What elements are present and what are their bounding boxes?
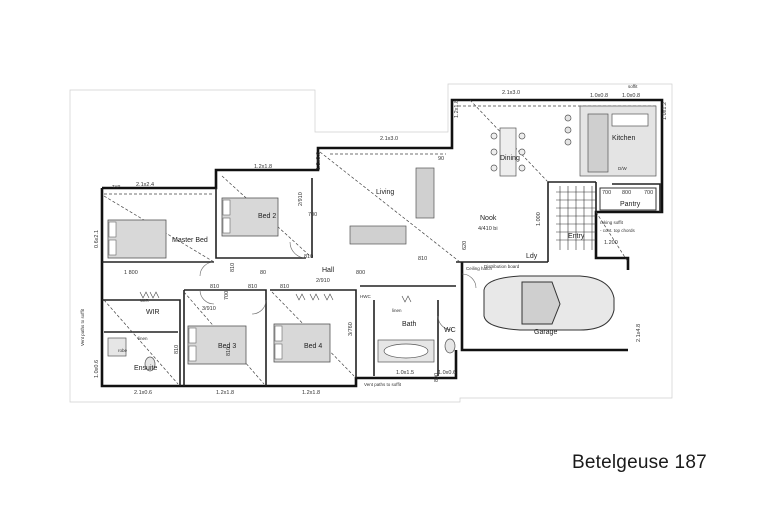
dim-wc-window: 1.0x0.6	[438, 370, 456, 376]
note-vent-bottom: Vent paths to soffit	[364, 382, 402, 387]
dim-bed2-window: 1.2x1.8	[254, 164, 272, 170]
label-bed4: Bed 4	[304, 343, 322, 350]
dim-living-window: 2.1x3.0	[380, 136, 398, 142]
dim-door-800-b: 800	[434, 373, 440, 382]
dim-master-robe: 1 800	[124, 270, 138, 276]
label-hall: Hall	[322, 267, 335, 274]
note-vent-left: Vent paths to soffit	[80, 308, 85, 346]
living-furniture	[349, 167, 435, 245]
dim-door-810-a: 810	[230, 263, 236, 272]
dim-door-810-d: 810	[280, 284, 289, 290]
dim-door-700-c: 700	[644, 190, 653, 196]
label-wir: WIR	[146, 309, 160, 316]
dim-master-wall: 0.6x2.1	[94, 230, 100, 248]
bed2-mattress	[221, 197, 279, 237]
label-hwc: HWC	[360, 294, 371, 299]
dining-table	[490, 127, 526, 177]
dim-80: 80	[260, 270, 266, 276]
note-top-chords: - cont. top chords	[600, 228, 636, 233]
dim-ensuite-window: 2.1x0.6	[134, 390, 152, 396]
label-ensuite: Ensuite	[134, 365, 157, 372]
label-living: Living	[376, 189, 394, 196]
label-bed2: Bed 2	[258, 213, 276, 220]
dim-door-810-b: 810	[304, 254, 313, 260]
dim-door-700-b: 700	[602, 190, 611, 196]
bed-furniture	[107, 197, 331, 365]
armchair	[415, 167, 435, 219]
label-entry: Entry	[568, 233, 585, 240]
note-wire-robe: WIR	[140, 298, 149, 303]
dim-door-810-e: 810	[210, 284, 219, 290]
dim-620: 620	[462, 241, 468, 250]
note-distribution-board: Distribution board	[484, 264, 520, 269]
note-shower-robe: robe	[118, 348, 128, 353]
dim-bed2-robe: 2/910	[298, 192, 304, 206]
dim-bed2-door: 700	[308, 212, 317, 218]
label-pantry: Pantry	[620, 201, 641, 208]
bed3-mattress	[187, 325, 247, 365]
dim-hall-robe: 2/910	[316, 278, 330, 284]
dim-door-810-g: 810	[226, 347, 232, 356]
label-bath: Bath	[402, 321, 417, 328]
dim-kitchen-window-2: 1.0x0.8	[622, 93, 640, 99]
door-swings	[199, 241, 477, 331]
note-raking-soffit: raking soffit	[600, 220, 624, 225]
dim-kitchen-window: 1.0x0.8	[590, 93, 608, 99]
eave-steps	[556, 186, 596, 250]
label-nook: Nook	[480, 215, 497, 222]
dim-door-1000: 1.000	[536, 212, 542, 226]
dim-master-window: 2.1x2.4	[136, 182, 154, 188]
dim-dining-window: 2.1x3.0	[502, 90, 520, 96]
dim-ensuite-side: 1.0x0.6	[94, 360, 100, 378]
label-bed3: Bed 3	[218, 343, 236, 350]
pillows	[108, 199, 283, 362]
dim-bed3-window: 1.2x1.8	[216, 390, 234, 396]
label-garage: Garage	[534, 329, 557, 336]
dim-door-810-c: 810	[248, 284, 257, 290]
note-soffit-top: soffit	[628, 84, 638, 89]
dim-living-side: 1.2x0.6	[316, 152, 322, 170]
label-tap: TAP	[112, 184, 120, 189]
pantry-box	[599, 187, 657, 211]
sofa	[349, 225, 407, 245]
note-linen: linen	[138, 336, 148, 341]
dim-hall-door: 800	[356, 270, 365, 276]
label-wc: WC	[444, 327, 456, 334]
dim-nook-door: 4/410 bi	[478, 226, 498, 232]
note-dw: D/W	[618, 166, 628, 171]
exterior-walls	[100, 98, 664, 388]
label-kitchen: Kitchen	[612, 135, 635, 142]
dim-door-760: 3/760	[348, 322, 354, 336]
bath-fixtures	[107, 337, 456, 372]
bed4-mattress	[273, 323, 331, 363]
interior-walls	[102, 178, 661, 386]
dim-bed4-window: 1.2x1.8	[302, 390, 320, 396]
note-bath-linen: linen	[392, 308, 402, 313]
dim-door-1200: 1.200	[604, 240, 618, 246]
kitchen-fittings	[564, 105, 657, 177]
master-bed-mattress	[107, 219, 167, 259]
label-ldy: Ldy	[526, 253, 538, 260]
dim-door-810-f: 810	[418, 256, 427, 262]
dim-door-700-a: 700	[224, 291, 230, 300]
plan-caption: Betelgeuse 187	[572, 452, 707, 473]
dim-door-810-h: 810	[174, 345, 180, 354]
dim-dining-side: 1.2x1.8	[454, 100, 460, 118]
dim-garage-side: 2.1x4.8	[636, 324, 642, 342]
scan-frame	[69, 83, 673, 403]
label-master-bed: Master Bed	[172, 237, 208, 244]
dim-door-910: 3/910	[202, 306, 216, 312]
note-ceiling-hatch: Ceiling hatch	[466, 266, 493, 271]
label-dining: Dining	[500, 155, 520, 162]
car	[483, 275, 615, 331]
dim-kitchen-side: 1.0x1.2	[662, 102, 668, 120]
dim-bath-window: 1.0x1.5	[396, 370, 414, 376]
robe-markers	[139, 291, 412, 303]
dim-90: 90	[438, 156, 444, 162]
dim-door-800-a: 800	[622, 190, 631, 196]
